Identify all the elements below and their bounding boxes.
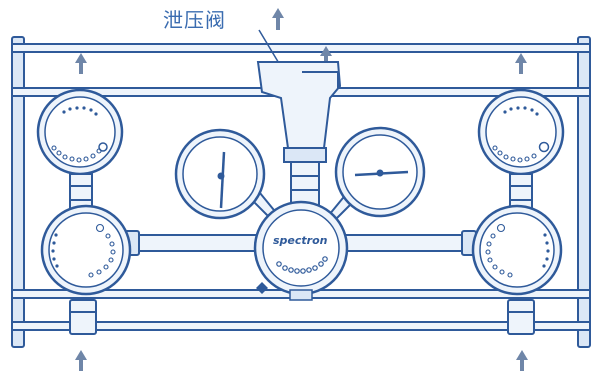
arrow-up-icon [320,46,332,67]
right-regulator [471,204,563,296]
arrow-up-icon [272,8,284,30]
arrow-up-icon [515,53,527,74]
center-regulator [253,200,349,301]
right-post [577,36,591,348]
arrow-up-icon [75,350,87,371]
arrow-up-icon [516,350,528,371]
callout-leader-line [258,29,281,66]
relief-valve-outlet [302,71,339,88]
relief-valve-body [256,61,342,149]
relief-valve-base [283,147,327,163]
right-upper-pressure-gauge [477,88,565,176]
regulator-brand-logo: spectron [273,234,328,247]
center-right-pressure-gauge [334,126,426,218]
top-rail [11,43,591,53]
relief-valve-callout-label: 泄压阀 [163,8,226,32]
left-regulator [40,204,132,296]
regulator-knob-marker [256,282,268,294]
left-upper-pressure-gauge [36,88,124,176]
bottom-rail [11,321,591,331]
left-outlet-fitting [69,299,97,335]
right-outlet-fitting [507,299,535,335]
arrow-up-icon [75,53,87,74]
center-stem [290,161,320,207]
center-left-pressure-gauge [174,128,266,220]
left-post [11,36,25,348]
